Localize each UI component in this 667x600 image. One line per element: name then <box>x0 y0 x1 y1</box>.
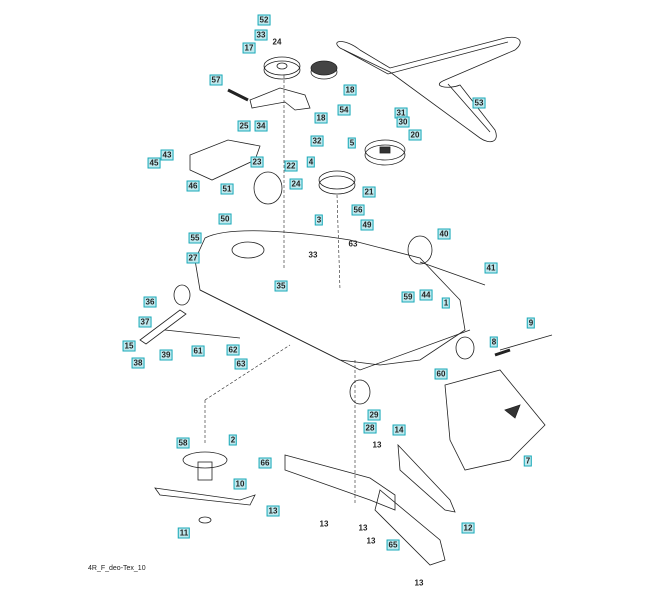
part-label: 35 <box>274 280 288 292</box>
part-label: 45 <box>147 157 161 169</box>
spring-8 <box>494 348 511 357</box>
part-label: 59 <box>401 291 415 303</box>
rod-61 <box>164 329 241 339</box>
drive-belt <box>336 36 521 143</box>
pulley-4 <box>318 175 356 195</box>
part-label: 34 <box>254 120 268 132</box>
pulley-20 <box>364 144 406 166</box>
part-label: 13 <box>358 523 368 533</box>
part-label: 20 <box>408 129 422 141</box>
part-label: 27 <box>186 252 200 264</box>
part-label: 13 <box>414 578 424 588</box>
part-label: 2 <box>228 434 238 446</box>
part-label: 50 <box>218 213 232 225</box>
part-label: 38 <box>131 357 145 369</box>
part-label: 51 <box>220 183 234 195</box>
baffle-66 <box>284 454 396 511</box>
roller-40 <box>407 235 433 265</box>
part-label: 52 <box>257 14 271 26</box>
part-label: 11 <box>177 527 191 539</box>
rod-9 <box>499 334 553 351</box>
deck-wheel-front <box>349 379 371 405</box>
baffle-12 <box>397 443 456 513</box>
deck-wheel-right <box>455 336 475 360</box>
part-label: 12 <box>461 522 475 534</box>
part-label: 5 <box>347 137 357 149</box>
part-label: 46 <box>186 180 200 192</box>
part-label: 44 <box>419 289 433 301</box>
part-label: 14 <box>392 424 406 436</box>
part-label: 32 <box>310 135 324 147</box>
part-label: 18 <box>314 112 328 124</box>
part-label: 57 <box>209 74 223 86</box>
diagram-caption: 4R_F_deo-Tex_10 <box>88 565 146 572</box>
blade <box>154 487 256 506</box>
part-label: 62 <box>226 344 240 356</box>
part-label: 61 <box>191 345 205 357</box>
belt-cover <box>189 139 261 181</box>
part-label: 13 <box>372 440 382 450</box>
part-label: 54 <box>337 104 351 116</box>
idler-arm <box>249 87 311 111</box>
part-label: 55 <box>188 232 202 244</box>
warning-triangle <box>504 404 521 419</box>
part-label: 49 <box>360 219 374 231</box>
part-label: 23 <box>250 156 264 168</box>
part-label: 4 <box>306 156 316 168</box>
part-label: 10 <box>233 478 247 490</box>
part-label: 8 <box>489 336 499 348</box>
part-label: 29 <box>367 409 381 421</box>
part-label: 18 <box>343 84 357 96</box>
part-label: 15 <box>122 340 136 352</box>
deck-wheel-left <box>173 284 191 306</box>
part-label: 65 <box>386 539 400 551</box>
part-label: 33 <box>254 29 268 41</box>
part-label: 43 <box>160 149 174 161</box>
part-label: 3 <box>314 214 324 226</box>
part-label: 22 <box>284 160 298 172</box>
part-label: 40 <box>437 228 451 240</box>
part-label: 60 <box>434 368 448 380</box>
part-label: 30 <box>396 116 410 128</box>
deck-pulley <box>231 241 265 259</box>
part-label: 13 <box>266 505 280 517</box>
idler-pulley-17 <box>263 60 301 80</box>
part-label: 7 <box>523 455 533 467</box>
part-label: 66 <box>258 457 272 469</box>
part-label: 37 <box>138 316 152 328</box>
part-label: 63 <box>348 239 358 249</box>
part-label: 25 <box>237 120 251 132</box>
part-label: 17 <box>242 42 256 54</box>
part-label: 13 <box>319 519 329 529</box>
part-label: 53 <box>472 97 486 109</box>
part-label: 41 <box>484 262 498 274</box>
part-label: 1 <box>441 297 451 309</box>
spring-57 <box>227 88 249 102</box>
part-label: 63 <box>234 358 248 370</box>
part-label: 21 <box>362 186 376 198</box>
part-label: 13 <box>366 536 376 546</box>
part-label: 36 <box>143 296 157 308</box>
part-label: 56 <box>351 204 365 216</box>
part-label: 33 <box>308 250 318 260</box>
discharge-chute <box>444 369 546 471</box>
baffle-65 <box>374 489 446 566</box>
part-label: 9 <box>526 317 536 329</box>
part-label: 28 <box>363 422 377 434</box>
part-label: 39 <box>159 349 173 361</box>
part-label: 58 <box>176 437 190 449</box>
gauge-wheel-22 <box>253 171 283 205</box>
lift-link-36 <box>139 309 187 345</box>
spindle <box>182 451 228 469</box>
part-label: 24 <box>272 37 282 47</box>
part-label: 24 <box>289 178 303 190</box>
